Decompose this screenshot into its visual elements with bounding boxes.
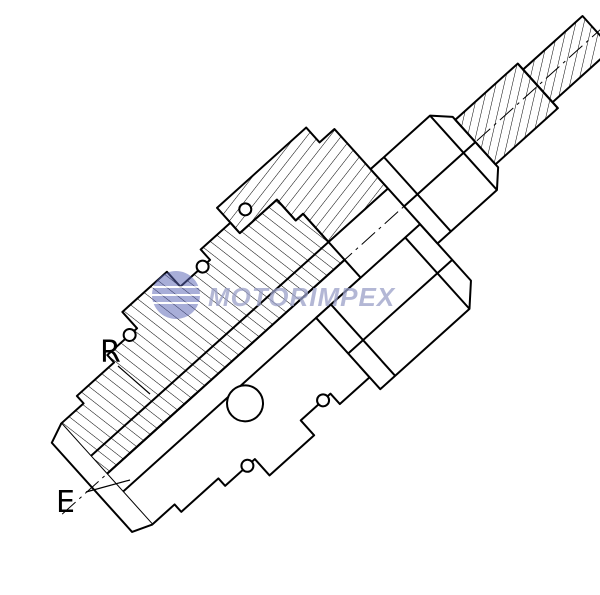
globe-icon [152, 271, 200, 319]
leader-r [117, 365, 151, 395]
threaded-stem [454, 14, 600, 166]
hex-nut-large [315, 223, 472, 391]
label-e: E [56, 485, 75, 520]
leader-e [85, 479, 131, 493]
union-nut-section [216, 126, 389, 244]
o-rings [122, 202, 331, 473]
watermark-text: MOTORIMPEX [208, 282, 396, 312]
centerline [61, 5, 600, 515]
check-ball [226, 384, 265, 423]
label-r: R [100, 335, 121, 370]
watermark: MOTORIMPEX [152, 271, 396, 319]
